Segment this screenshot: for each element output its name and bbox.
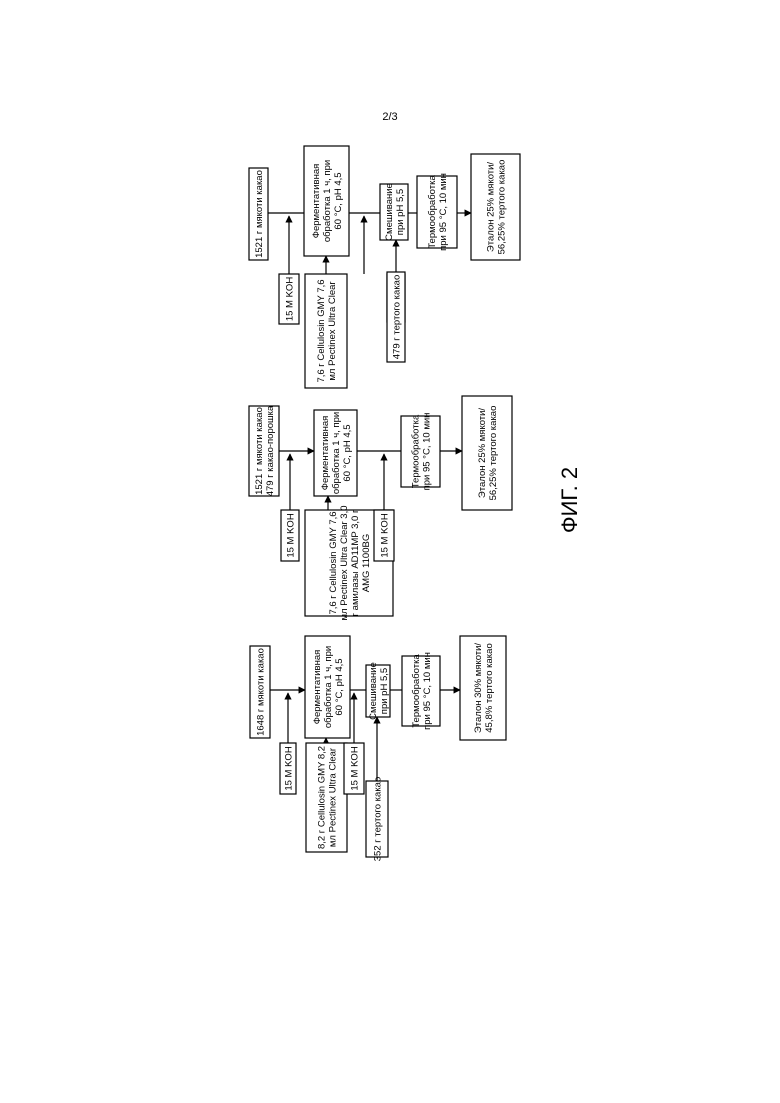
left-result-box-line: 45,8% тертого какао [484,643,495,732]
right-koh-box: 15 M KOH [279,274,299,324]
right-mixing-box: Смешиваниепри pH 5,5 [380,183,408,241]
left-enzyme-box-line: мл Pectinex Ultra Clear [327,748,338,847]
svg-text:Эталон 25% мякоти/56,25% терто: Эталон 25% мякоти/56,25% тертого какао [477,406,499,501]
svg-text:15 M KOH: 15 M KOH [283,746,294,790]
left-start-box: 1648 г мякоти какао [250,646,270,738]
middle-koh-box-2-line: 15 M KOH [379,513,390,557]
left-koh-box-2: 15 M KOH [344,743,364,794]
left-koh-box: 15 M KOH [280,743,296,794]
svg-text:1521 г мякоти какао479 г какао: 1521 г мякоти какао479 г какао-порошка [254,405,276,496]
middle-result-box: Эталон 25% мякоти/56,25% тертого какао [462,396,512,510]
right-fermentation-box: Ферментативнаяобработка 1 ч, при60 °C, p… [304,146,349,256]
left-result-box: Эталон 30% мякоти/45,8% тертого какао [460,636,506,740]
left-fermentation-box-line: Ферментативная [312,650,323,725]
middle-koh-box: 15 M KOH [281,510,299,561]
right-cocoa-liquor-box: 479 г тертого какао [387,272,405,362]
right-enzyme-box: 7,6 г Cellulosin GMY 7,6мл Pectinex Ultr… [305,274,347,388]
middle-start-box-line: 479 г какао-порошка [265,405,276,496]
left-heat-treatment-box: Термообработкапри 95 °C, 10 мин [402,652,440,730]
right-heat-treatment-box-line: при 95 °C, 10 мин [438,173,449,251]
right-heat-treatment-box-line: Термообработка [427,175,438,249]
left-heat-treatment-box-line: Термообработка [411,654,422,728]
middle-enzyme-box-line: AMG 1100BG [361,534,372,592]
right-fermentation-box-line: Ферментативная [311,164,322,239]
svg-text:Термообработкапри 95 °C, 10 ми: Термообработкапри 95 °C, 10 мин [427,173,449,251]
left-result-box-line: Эталон 30% мякоти/ [473,643,484,733]
middle-koh-box-line: 15 M KOH [285,513,296,557]
right-start-box-line: 1521 г мякоти какао [254,170,265,258]
middle-fermentation-box-line: Ферментативная [320,416,331,491]
right-enzyme-box-line: мл Pectinex Ultra Clear [327,281,338,380]
left-fermentation-box: Ферментативнаяобработка 1 ч, при60 °C, p… [305,636,350,738]
svg-text:7,6 г Cellulosin GMY 7,6мл Pec: 7,6 г Cellulosin GMY 7,6мл Pectinex Ultr… [316,279,338,382]
middle-start-box-line: 1521 г мякоти какао [254,407,265,495]
middle-heat-treatment-box-line: Термообработка [410,414,421,488]
svg-text:Термообработкапри 95 °C, 10 ми: Термообработкапри 95 °C, 10 мин [410,413,432,491]
middle-start-box: 1521 г мякоти какао479 г какао-порошка [249,405,279,496]
left-start-box-line: 1648 г мякоти какао [255,648,266,736]
right-mixing-box-line: при pH 5,5 [395,189,406,235]
right-mixing-box-line: Смешивание [384,183,395,241]
middle-enzyme-box-line: г амилазы AD11MP 3,0 г [350,509,361,616]
right-koh-box-line: 15 M KOH [284,277,295,321]
left-koh-box-line: 15 M KOH [283,746,294,790]
right-enzyme-box-line: 7,6 г Cellulosin GMY 7,6 [316,279,327,382]
svg-text:8,2 г Cellulosin GMY 8,2мл Pec: 8,2 г Cellulosin GMY 8,2мл Pectinex Ultr… [316,746,338,849]
left-koh-box-2-line: 15 M KOH [349,746,360,790]
middle-result-box-line: Эталон 25% мякоти/ [477,408,488,498]
left-fermentation-box-line: 60 °C, pH 4,5 [334,658,345,715]
svg-text:15 M KOH: 15 M KOH [379,513,390,557]
svg-text:1648 г мякоти какао: 1648 г мякоти какао [255,648,266,736]
left-fermentation-box-line: обработка 1 ч, при [323,646,334,728]
right-heat-treatment-box: Термообработкапри 95 °C, 10 мин [417,173,457,251]
right-fermentation-box-line: обработка 1 ч, при [322,160,333,242]
middle-enzyme-box-line: 7,6 г Cellulosin GMY 7,6 [328,511,339,614]
left-enzyme-box-line: 8,2 г Cellulosin GMY 8,2 [316,746,327,849]
left-cocoa-liquor-box-line: 352 г тертого какао [372,777,383,861]
svg-text:Термообработкапри 95 °C, 10 ми: Термообработкапри 95 °C, 10 мин [411,652,433,730]
svg-text:479 г тертого какао: 479 г тертого какао [391,275,402,359]
middle-heat-treatment-box: Термообработкапри 95 °C, 10 мин [401,413,440,491]
middle-koh-box-2: 15 M KOH [374,510,394,561]
right-result-box-line: Эталон 25% мякоти/ [485,162,496,252]
svg-text:Эталон 30% мякоти/45,8% тертог: Эталон 30% мякоти/45,8% тертого какао [473,643,495,733]
right-fermentation-box-line: 60 °C, pH 4,5 [333,172,344,229]
left-cocoa-liquor-box: 352 г тертого какао [366,777,388,861]
svg-text:15 M KOH: 15 M KOH [285,513,296,557]
left-heat-treatment-box-line: при 95 °C, 10 мин [422,652,433,730]
middle-result-box-line: 56,25% тертого какао [488,406,499,501]
svg-text:Смешиваниепри pH 5,5: Смешиваниепри pH 5,5 [384,183,406,241]
right-result-box-line: 56,25% тертого какао [496,160,507,255]
svg-text:Смешиваниепри pH 5,5: Смешиваниепри pH 5,5 [368,662,390,720]
middle-fermentation-box-line: 60 °C, pH 4,5 [342,424,353,481]
middle-fermentation-box-line: обработка 1 ч, при [331,412,342,494]
svg-text:Эталон 25% мякоти/56,25% терто: Эталон 25% мякоти/56,25% тертого какао [485,160,507,255]
svg-text:1521 г мякоти какао: 1521 г мякоти какао [254,170,265,258]
middle-heat-treatment-box-line: при 95 °C, 10 мин [421,413,432,491]
left-mixing-box: Смешиваниепри pH 5,5 [366,662,390,720]
middle-fermentation-box: Ферментативнаяобработка 1 ч, при60 °C, p… [314,410,357,496]
middle-enzyme-box-line: мл Pectinex Ultra Clear 3,0 [339,505,350,620]
left-enzyme-box: 8,2 г Cellulosin GMY 8,2мл Pectinex Ultr… [306,743,347,852]
svg-text:15 M KOH: 15 M KOH [284,277,295,321]
right-start-box: 1521 г мякоти какао [249,168,268,260]
figure-label: ФИГ. 2 [550,420,590,580]
right-cocoa-liquor-box-line: 479 г тертого какао [391,275,402,359]
svg-text:352 г тертого какао: 352 г тертого какао [372,777,383,861]
left-mixing-box-line: при pH 5,5 [379,668,390,714]
right-result-box: Эталон 25% мякоти/56,25% тертого какао [471,154,520,260]
svg-text:15 M KOH: 15 M KOH [349,746,360,790]
left-mixing-box-line: Смешивание [368,662,379,720]
